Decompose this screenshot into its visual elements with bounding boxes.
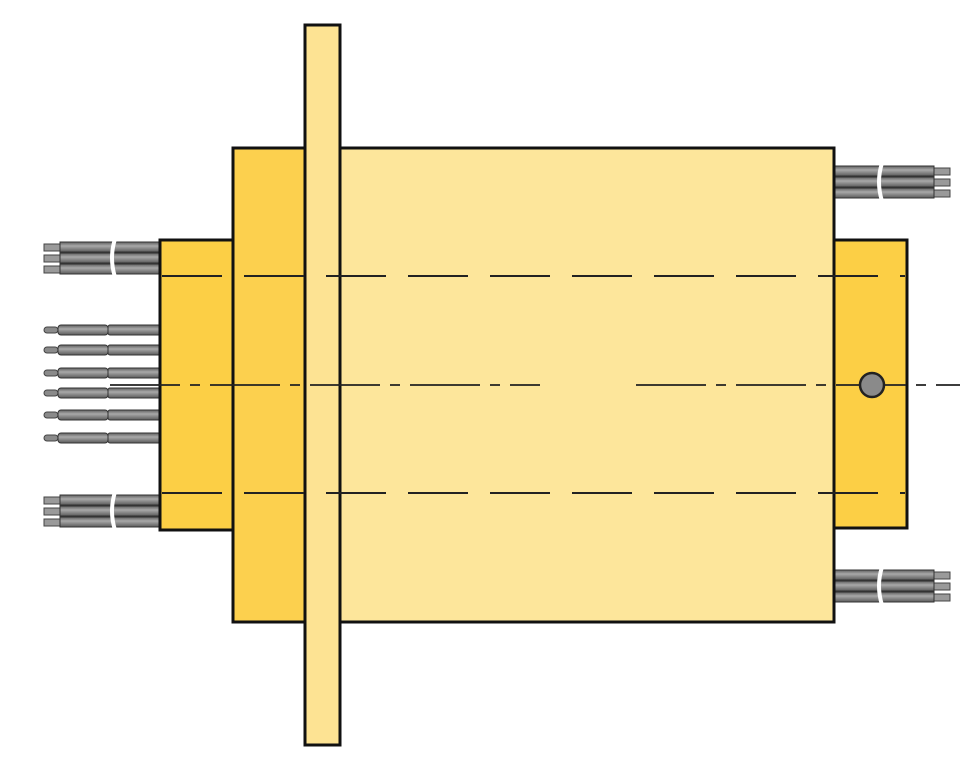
wire-bundle bbox=[833, 566, 951, 606]
break-mark bbox=[110, 491, 117, 531]
right-wires bbox=[833, 162, 951, 606]
left-pin-wire bbox=[43, 432, 163, 444]
wire-bundle bbox=[43, 238, 161, 278]
break-mark bbox=[877, 566, 884, 606]
left-wires bbox=[43, 238, 163, 531]
left-pin-wire bbox=[43, 367, 163, 379]
left-pin-wire bbox=[43, 409, 163, 421]
wire-bundle bbox=[43, 491, 161, 531]
shaft-hole bbox=[858, 371, 886, 399]
left-pin-wire bbox=[43, 324, 163, 336]
left-pin-wire bbox=[43, 344, 163, 356]
break-mark bbox=[110, 238, 117, 278]
wire-bundle bbox=[833, 162, 951, 202]
break-mark bbox=[877, 162, 884, 202]
left-pin-wire bbox=[43, 387, 163, 399]
